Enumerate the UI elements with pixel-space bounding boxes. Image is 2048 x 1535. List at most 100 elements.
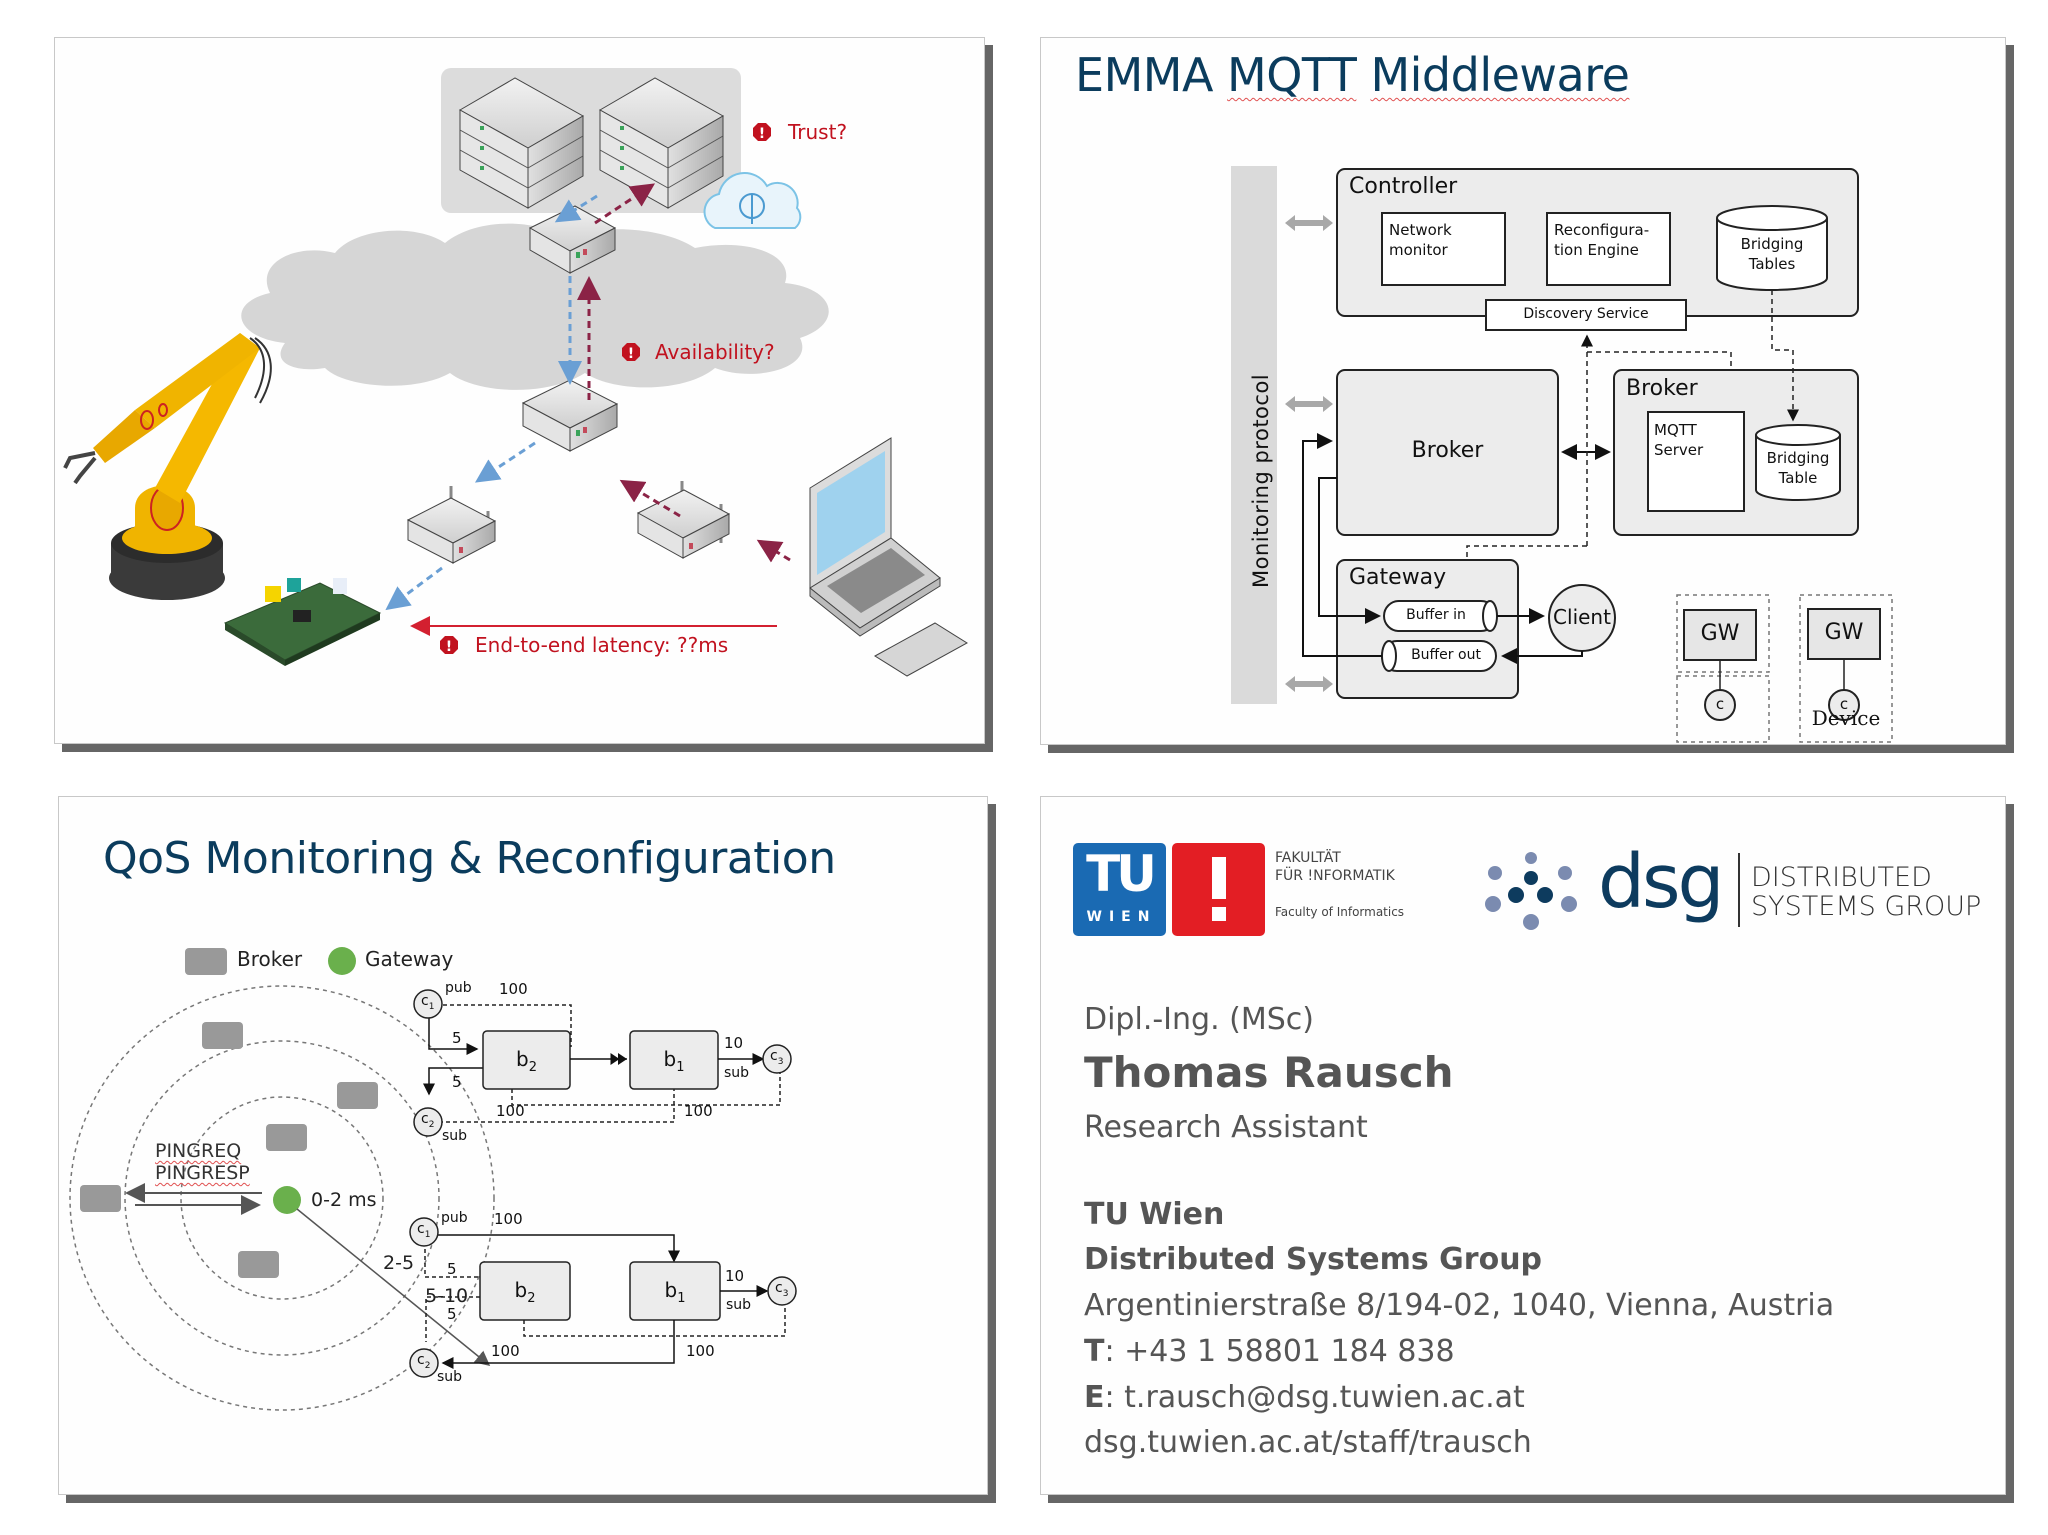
b2-node [479, 1261, 571, 1321]
c2-node [413, 1107, 443, 1137]
downlink-arrow [554, 194, 598, 223]
profile-url[interactable]: dsg.tuwien.ac.at/staff/trausch [1084, 1425, 1532, 1460]
broker-right-title: Broker [1626, 376, 1698, 401]
client-group-box [1676, 675, 1770, 743]
wifi-router-icon [636, 481, 731, 559]
gw-group-box [1676, 594, 1770, 673]
dsg-dots-logo [1485, 852, 1577, 930]
gw-node [1683, 609, 1757, 661]
slide-title: QoS Monitoring & Reconfiguration [103, 833, 836, 884]
phone: T: +43 1 58801 184 838 [1084, 1334, 1455, 1369]
sub-label: sub [437, 1369, 463, 1385]
legend-broker-label: Broker [237, 947, 303, 971]
buffer-out-label: Buffer out [1411, 647, 1481, 663]
downlink-arrow [385, 566, 443, 611]
faculty-text: FAKULTÄT FÜR !NFORMATIK Faculty of Infor… [1275, 850, 1405, 919]
graph-top [413, 989, 792, 1137]
network-monitor-box [1381, 212, 1506, 286]
buffer-out-icon [1381, 640, 1497, 672]
sub-label: sub [726, 1297, 752, 1313]
weight-label: 10 [724, 1034, 744, 1052]
broker-main-box [1336, 369, 1559, 536]
c2-label: c2 [421, 1111, 435, 1130]
client-c-node [1704, 689, 1736, 721]
uplink-arrow [619, 479, 681, 518]
broker-node [337, 1082, 378, 1109]
weight-label: 5 [447, 1305, 457, 1323]
gw-node [1807, 608, 1881, 660]
reconfiguration-engine-box [1546, 212, 1671, 286]
slide-iot-network[interactable]: ! ! ! Trust? Availability? End-to-end la… [54, 37, 985, 744]
b1-label: b1 [664, 1278, 686, 1306]
alert-icon: ! [440, 636, 458, 655]
laptop-icon [809, 437, 968, 677]
bridging-table-db-icon [1755, 424, 1841, 501]
c1-node [413, 989, 443, 1019]
wifi-router-icon [406, 486, 497, 564]
c1-label: c1 [417, 1221, 431, 1240]
broker-main-label: Broker [1411, 438, 1484, 463]
controller-title: Controller [1349, 174, 1458, 199]
weight-label: 10 [725, 1267, 745, 1285]
slide-qos-monitoring[interactable]: QoS Monitoring & Reconfiguration Broker … [58, 796, 988, 1495]
server-rack-icon [458, 77, 585, 209]
legend-gateway-label: Gateway [365, 947, 454, 971]
broker-node [266, 1124, 307, 1151]
architecture-diagram [1231, 166, 1893, 743]
role: Research Assistant [1084, 1110, 1368, 1145]
monitoring-protocol-label: Monitoring protocol [1249, 373, 1273, 588]
group-name: Distributed Systems Group [1084, 1242, 1543, 1277]
svg-text:!: ! [759, 126, 765, 142]
email[interactable]: E: t.rausch@dsg.tuwien.ac.at [1084, 1380, 1525, 1415]
b1-label: b1 [663, 1047, 685, 1075]
internet-cloud [241, 223, 829, 390]
broker-node [238, 1251, 279, 1278]
uplink-arrow [756, 539, 791, 563]
c1-node [409, 1217, 439, 1247]
microcontroller-board-icon [223, 578, 382, 666]
slide-contact-card[interactable]: TU WIEN FAKULTÄT FÜR !NFORMATIK Faculty … [1040, 796, 2006, 1495]
client-c-node [1828, 689, 1860, 721]
slide-emma-middleware[interactable]: EMMA MQTT Middleware [1040, 37, 2006, 745]
legend-broker-swatch [185, 948, 227, 975]
gw-label: GW [1700, 621, 1740, 646]
c3-node [762, 1044, 792, 1074]
person-name: Thomas Rausch [1084, 1048, 1454, 1097]
weight-label: 100 [491, 1342, 520, 1360]
svg-text:!: ! [628, 346, 634, 362]
availability-label: Availability? [655, 340, 775, 364]
buffer-in-icon [1383, 600, 1498, 632]
b2-label: b2 [514, 1278, 536, 1306]
c3-node [767, 1276, 797, 1306]
gateway-node [273, 1186, 301, 1214]
c1-label: c1 [421, 993, 435, 1012]
trust-label: Trust? [788, 120, 848, 144]
broker-node [202, 1022, 243, 1049]
alert-icon: ! [622, 343, 640, 362]
tu-wien-logo: TU WIEN [1073, 843, 1166, 936]
graph-bottom [409, 1217, 797, 1378]
pub-label: pub [441, 1210, 468, 1226]
discovery-service-label: Discovery Service [1523, 306, 1649, 322]
broker-node [80, 1185, 121, 1212]
device-label: Device [1811, 706, 1881, 730]
uplink-arrow [594, 183, 656, 225]
discovery-service-box [1485, 299, 1687, 331]
c2-node [409, 1348, 439, 1378]
monitoring-arrow-icon [1285, 396, 1333, 412]
logo-divider [1738, 853, 1740, 927]
ring-inner [180, 1096, 384, 1300]
weight-label: 100 [494, 1210, 523, 1228]
client-label: Client [1553, 605, 1611, 629]
mqtt-server-box [1647, 411, 1745, 512]
network-illustration: ! ! ! [63, 68, 968, 677]
weight-label: 100 [499, 980, 528, 998]
ping-labels: PINGREQ PINGRESP [155, 1140, 250, 1184]
gateway-title: Gateway [1349, 565, 1447, 590]
dsg-wordmark: dsg [1598, 839, 1724, 925]
c2-label: c2 [417, 1352, 431, 1371]
sub-label: sub [724, 1065, 750, 1081]
